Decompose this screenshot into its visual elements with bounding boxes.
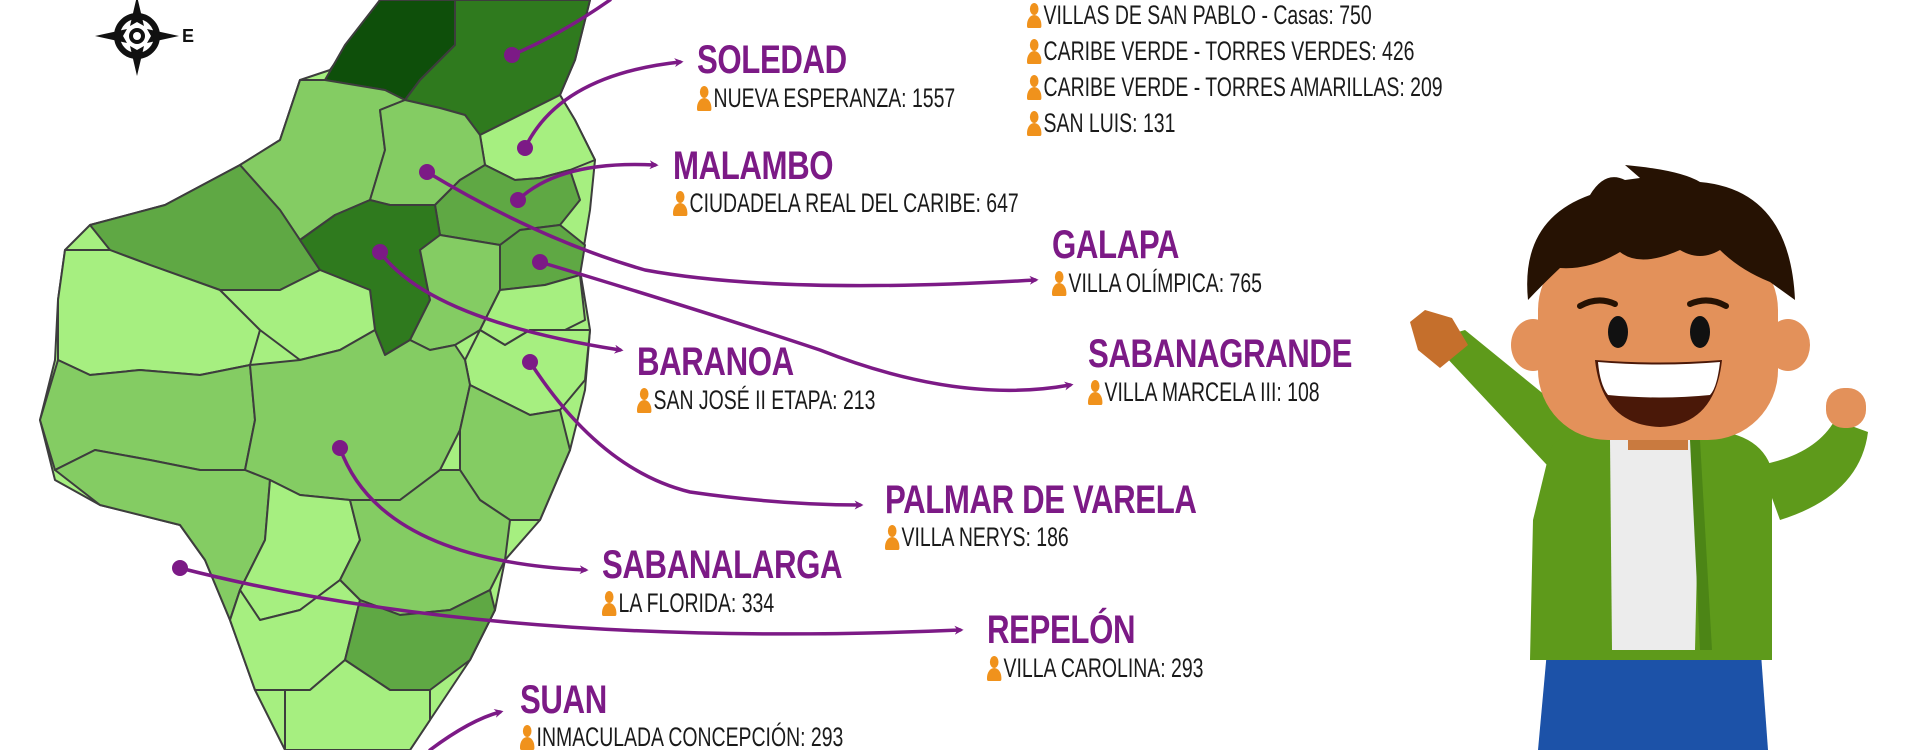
arrow-repelon: [178, 566, 964, 636]
municipality-name-repelon: REPELÓN: [987, 608, 1136, 652]
character-teeth: [1598, 362, 1720, 398]
project-text: SAN JOSÉ II ETAPA: 213: [653, 385, 876, 415]
dot: [372, 244, 388, 260]
character-eyebrow-right: [1687, 297, 1729, 309]
map-region-juan-de-acosta: [39, 359, 256, 471]
map-region-ponedera: [459, 384, 571, 521]
map-region-santa-lucia: [284, 659, 431, 750]
municipality-name-malambo: MALAMBO: [673, 144, 834, 188]
dot: [517, 140, 533, 156]
dot: [510, 192, 526, 208]
character-hand-left: [1410, 310, 1468, 368]
compass-rose-icon: [95, 0, 179, 76]
arrow-galapa: [425, 170, 1039, 288]
project-item-sabanalarga: LA FLORIDA: 334: [602, 590, 774, 617]
project-item-soledad: NUEVA ESPERANZA: 1557: [697, 85, 955, 112]
municipality-name-suan: SUAN: [520, 678, 607, 722]
project-text: SAN LUIS: 131: [1043, 108, 1176, 138]
municipality-name-sabanalarga: SABANALARGA: [602, 543, 843, 587]
dot: [419, 164, 435, 180]
arrow-suan: [428, 709, 504, 750]
person-icon: [1027, 74, 1042, 101]
list-item: CARIBE VERDE - TORRES AMARILLAS: 209: [1027, 74, 1443, 101]
project-item-sabanagrande: VILLA MARCELA III: 108: [1088, 379, 1320, 406]
character-eye-right: [1690, 316, 1710, 348]
municipality-name-palmar-de-varela: PALMAR DE VARELA: [885, 478, 1197, 522]
project-text: NUEVA ESPERANZA: 1557: [713, 83, 956, 113]
person-icon: [673, 190, 688, 217]
person-icon: [1052, 270, 1067, 297]
dot: [332, 440, 348, 456]
project-item-repelon: VILLA CAROLINA: 293: [987, 655, 1203, 682]
project-text: CIUDADELA REAL DEL CARIBE: 647: [689, 188, 1019, 218]
municipality-name-galapa: GALAPA: [1052, 223, 1180, 267]
dot: [532, 254, 548, 270]
list-item: SAN LUIS: 131: [1027, 110, 1175, 137]
project-text: VILLA MARCELA III: 108: [1104, 377, 1320, 407]
compass-east-label: E: [182, 26, 195, 46]
person-icon: [697, 85, 712, 112]
character-head: [1538, 240, 1778, 440]
arrow-soledad: [523, 58, 684, 150]
person-icon: [520, 724, 535, 751]
arrow-sabanagrande: [538, 260, 1074, 393]
character-jeans: [1538, 640, 1768, 750]
person-icon: [885, 524, 900, 551]
boy-character-illustration: [1410, 165, 1868, 750]
department-map: [39, 0, 596, 750]
project-text: VILLA OLÍMPICA: 765: [1068, 268, 1262, 298]
project-item-galapa: VILLA OLÍMPICA: 765: [1052, 270, 1262, 297]
project-text: CARIBE VERDE - TORRES VERDES: 426: [1043, 36, 1415, 66]
arrow-palmar: [528, 360, 864, 510]
character-arm-right: [1760, 420, 1868, 520]
arrow-top: [510, 0, 612, 57]
character-eyebrow-left: [1577, 297, 1618, 309]
project-item-malambo: CIUDADELA REAL DEL CARIBE: 647: [673, 190, 1019, 217]
project-text: INMACULADA CONCEPCIÓN: 293: [536, 722, 844, 752]
character-eye-left: [1608, 316, 1628, 348]
character-shirt: [1610, 440, 1700, 650]
project-text: CARIBE VERDE - TORRES AMARILLAS: 209: [1043, 72, 1443, 102]
person-icon: [1027, 110, 1042, 137]
project-item-palmar-de-varela: VILLA NERYS: 186: [885, 524, 1069, 551]
project-text: VILLAS DE SAN PABLO - Casas: 750: [1043, 0, 1372, 30]
project-text: VILLA NERYS: 186: [901, 522, 1069, 552]
municipality-name-soledad: SOLEDAD: [697, 38, 847, 82]
character-hand-right: [1826, 388, 1866, 428]
person-icon: [637, 387, 652, 414]
person-icon: [1027, 2, 1042, 29]
dot: [522, 354, 538, 370]
list-item: VILLAS DE SAN PABLO - Casas: 750: [1027, 2, 1372, 29]
dot: [504, 47, 520, 63]
municipality-name-sabanagrande: SABANAGRANDE: [1088, 332, 1352, 376]
arrow-baranoa: [378, 250, 624, 354]
arrow-malambo: [516, 160, 659, 202]
dot: [172, 560, 188, 576]
person-icon: [1027, 38, 1042, 65]
municipality-name-baranoa: BARANOA: [637, 340, 794, 384]
person-icon: [1088, 379, 1103, 406]
project-text: LA FLORIDA: 334: [618, 588, 775, 618]
project-text: VILLA CAROLINA: 293: [1003, 653, 1204, 683]
project-item-baranoa: SAN JOSÉ II ETAPA: 213: [637, 387, 875, 414]
arrow-sabanalarga: [338, 446, 589, 575]
person-icon: [602, 590, 617, 617]
character-jacket-edge: [1690, 440, 1712, 650]
list-item: CARIBE VERDE - TORRES VERDES: 426: [1027, 38, 1414, 65]
connector-arrows: [178, 0, 1074, 750]
character-hair: [1527, 165, 1795, 300]
arrow-origin-dots: [172, 47, 548, 576]
project-item-suan: INMACULADA CONCEPCIÓN: 293: [520, 724, 843, 751]
person-icon: [987, 655, 1002, 682]
